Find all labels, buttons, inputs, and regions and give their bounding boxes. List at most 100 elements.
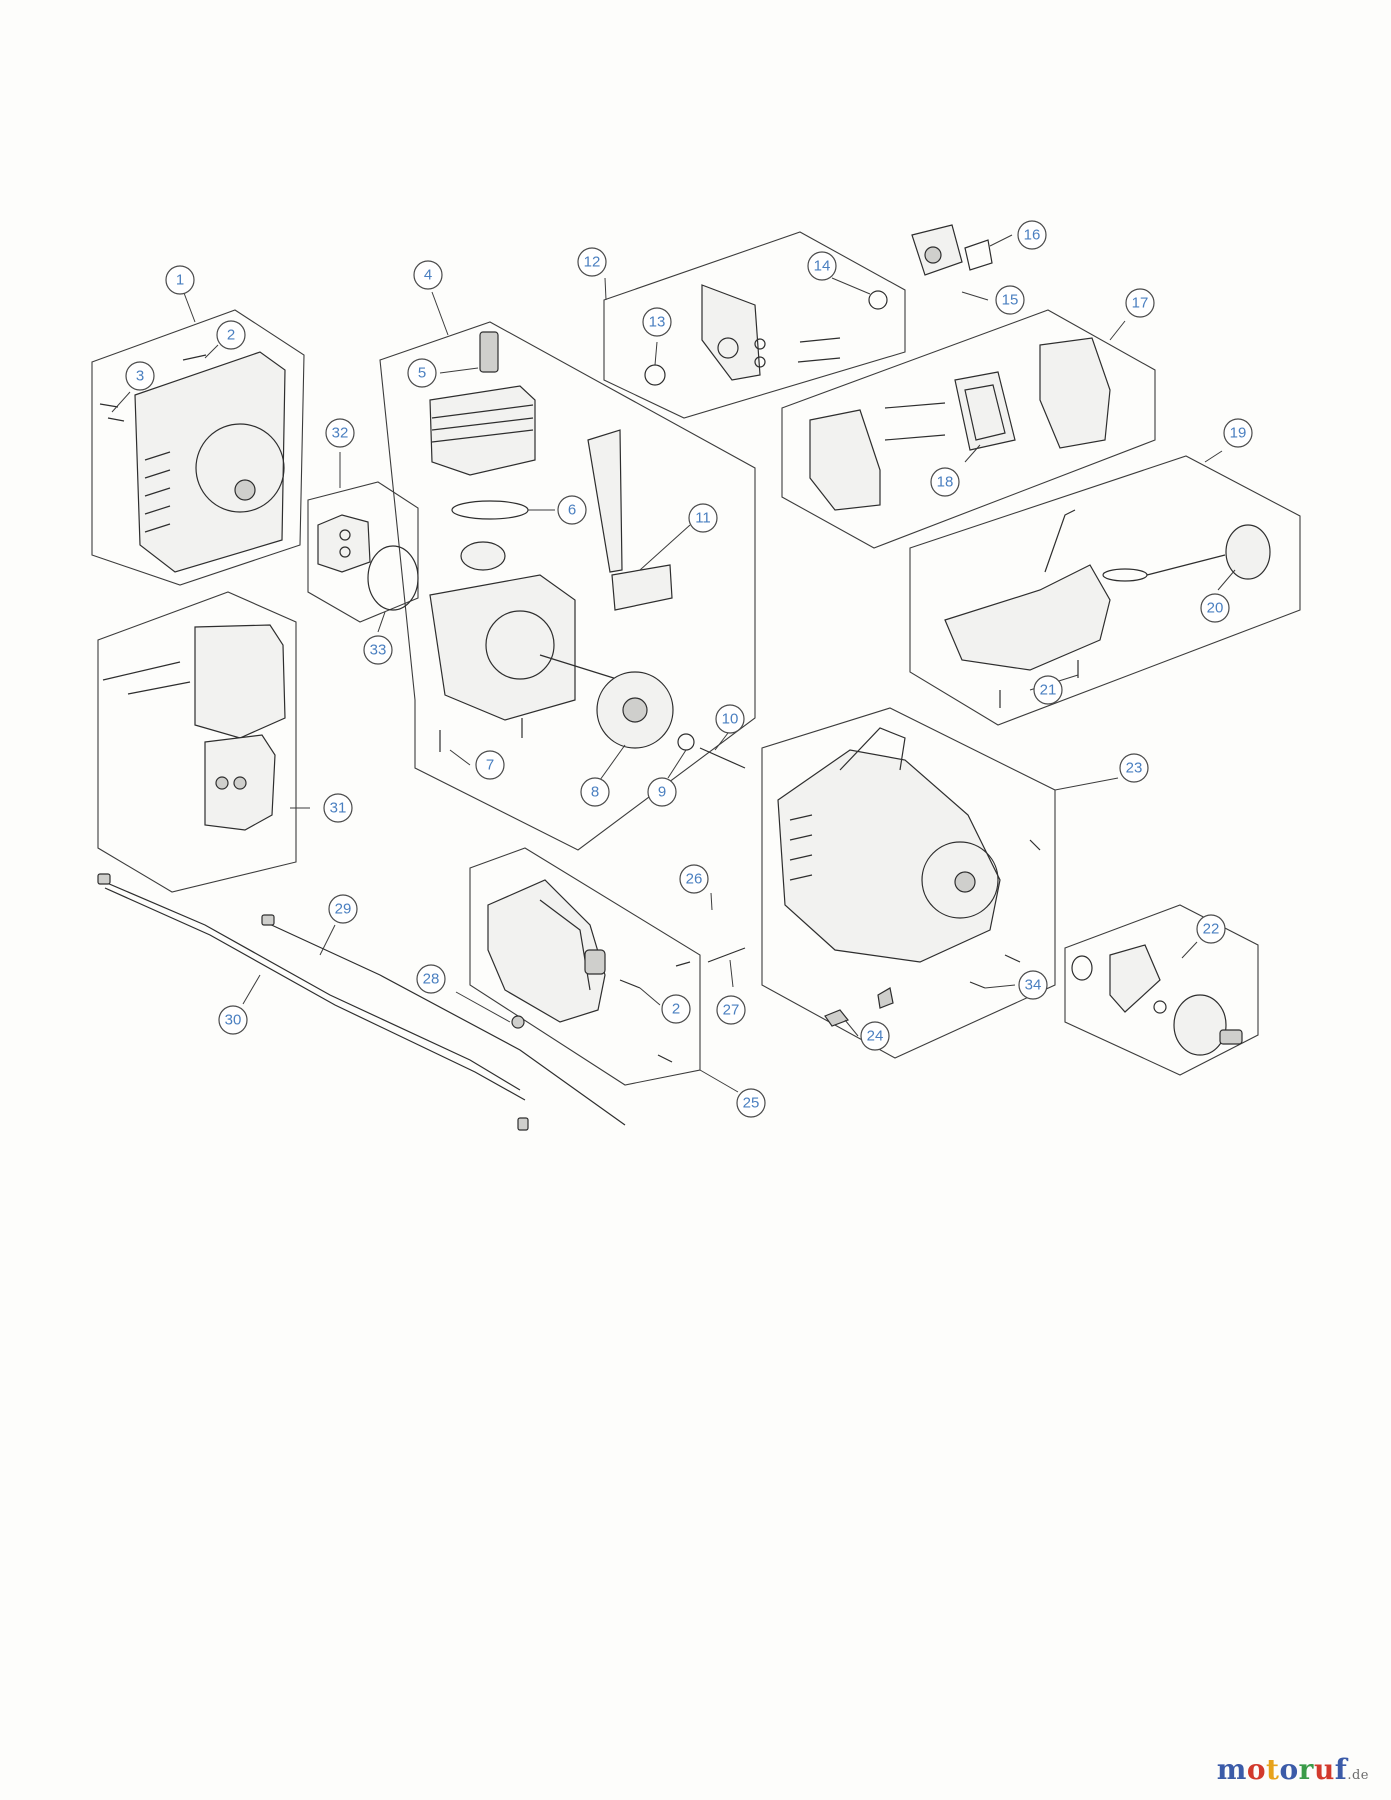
leader-lines [111, 234, 1236, 1093]
callout-label: 7 [486, 757, 494, 774]
callouts: 1 2 3 32 33 31 4 5 6 11 7 8 9 10 12 13 1… [125, 220, 1253, 1118]
callout: 31 [323, 793, 353, 823]
carb-adapter-drawing [644, 224, 993, 386]
callout: 12 [577, 247, 607, 277]
callout-label: 8 [591, 784, 599, 801]
starter-housing-drawing [99, 351, 286, 573]
callout-label: 16 [1024, 227, 1041, 244]
callout-label: 2 [672, 1001, 680, 1018]
callout-label: 20 [1207, 600, 1224, 617]
callout: 2 [661, 994, 691, 1024]
callout-label: 25 [743, 1095, 760, 1112]
watermark-letter: m [1216, 1753, 1247, 1786]
frame-carb-adapter [603, 231, 906, 419]
callout-label: 33 [370, 642, 387, 659]
callout-label: 15 [1002, 292, 1019, 309]
callout-label: 13 [649, 314, 666, 331]
callout-label: 9 [658, 784, 666, 801]
part-drawings [97, 224, 1271, 1131]
watermark-letter: u [1313, 1753, 1335, 1786]
watermark-letter: o [1246, 1753, 1267, 1786]
callout-label: 19 [1230, 425, 1247, 442]
callout-label: 17 [1132, 295, 1149, 312]
callout: 26 [679, 864, 709, 894]
frame-muffler-deflector [307, 481, 419, 623]
callout-label: 5 [418, 365, 426, 382]
watermark-suffix: .de [1347, 1768, 1369, 1783]
callout: 16 [1017, 220, 1047, 250]
callout-label: 26 [686, 871, 703, 888]
callout: 6 [557, 495, 587, 525]
callout: 8 [580, 777, 610, 807]
callout: 33 [363, 635, 393, 665]
deflector-drawing [317, 514, 419, 611]
callout: 15 [995, 285, 1025, 315]
callout: 29 [328, 894, 358, 924]
callout: 21 [1033, 675, 1063, 705]
fuel-tank-drawing [944, 509, 1271, 708]
callout-label: 4 [424, 267, 432, 284]
callout: 20 [1200, 593, 1230, 623]
callout-label: 28 [423, 971, 440, 988]
callout-label: 23 [1126, 760, 1143, 777]
callout: 7 [475, 750, 505, 780]
callout-label: 3 [136, 368, 144, 385]
callout: 18 [930, 467, 960, 497]
engine-core-drawing [429, 331, 746, 769]
muffler-drawing [102, 624, 286, 831]
callout-label: 1 [176, 272, 184, 289]
callout: 22 [1196, 914, 1226, 944]
callout: 24 [860, 1021, 890, 1051]
callout: 34 [1018, 970, 1048, 1000]
callout-label: 30 [225, 1012, 242, 1029]
callout-label: 10 [722, 711, 739, 728]
callout: 9 [647, 777, 677, 807]
callout-label: 24 [867, 1028, 884, 1045]
callout: 17 [1125, 288, 1155, 318]
frame-air-filter [781, 309, 1156, 549]
callout-label: 18 [937, 474, 954, 491]
callout-label: 31 [330, 800, 347, 817]
callout: 28 [416, 964, 446, 994]
callout: 10 [715, 704, 745, 734]
callout: 5 [407, 358, 437, 388]
callout: 4 [413, 260, 443, 290]
fan-housing-drawing [487, 879, 746, 1063]
watermark-letter: r [1298, 1753, 1314, 1786]
motoruf-watermark-logo: motoruf.de [1217, 1753, 1369, 1786]
callout-label: 12 [584, 254, 601, 271]
callout: 23 [1119, 753, 1149, 783]
callout: 2 [216, 320, 246, 350]
callout: 30 [218, 1005, 248, 1035]
group-frames [91, 231, 1301, 1086]
clutch-drawing [1071, 944, 1243, 1056]
cables-drawing [97, 873, 626, 1131]
frame-muffler [97, 591, 297, 893]
callout-label: 34 [1025, 977, 1042, 994]
callout-label: 11 [695, 510, 711, 527]
callout: 19 [1223, 418, 1253, 448]
air-filter-drawing [809, 337, 1111, 511]
watermark-letter: f [1334, 1753, 1348, 1786]
watermark-letter: o [1279, 1753, 1299, 1786]
callout: 1 [165, 265, 195, 295]
callout-label: 27 [723, 1002, 740, 1019]
frame-clutch [1064, 904, 1259, 1076]
frame-starter-housing [91, 309, 305, 586]
callout-label: 6 [568, 502, 576, 519]
engine-housing-drawing [777, 727, 1041, 1027]
callout: 3 [125, 361, 155, 391]
callout-label: 21 [1040, 682, 1057, 699]
callout-label: 22 [1203, 921, 1220, 938]
callout-label: 14 [814, 258, 831, 275]
callout: 11 [688, 503, 718, 533]
callout-label: 32 [332, 425, 349, 442]
callout: 32 [325, 418, 355, 448]
frame-fuel-tank [909, 455, 1301, 726]
callout: 13 [642, 307, 672, 337]
callout: 25 [736, 1088, 766, 1118]
callout: 27 [716, 995, 746, 1025]
frame-engine-housing [761, 707, 1056, 1059]
callout-label: 29 [335, 901, 352, 918]
